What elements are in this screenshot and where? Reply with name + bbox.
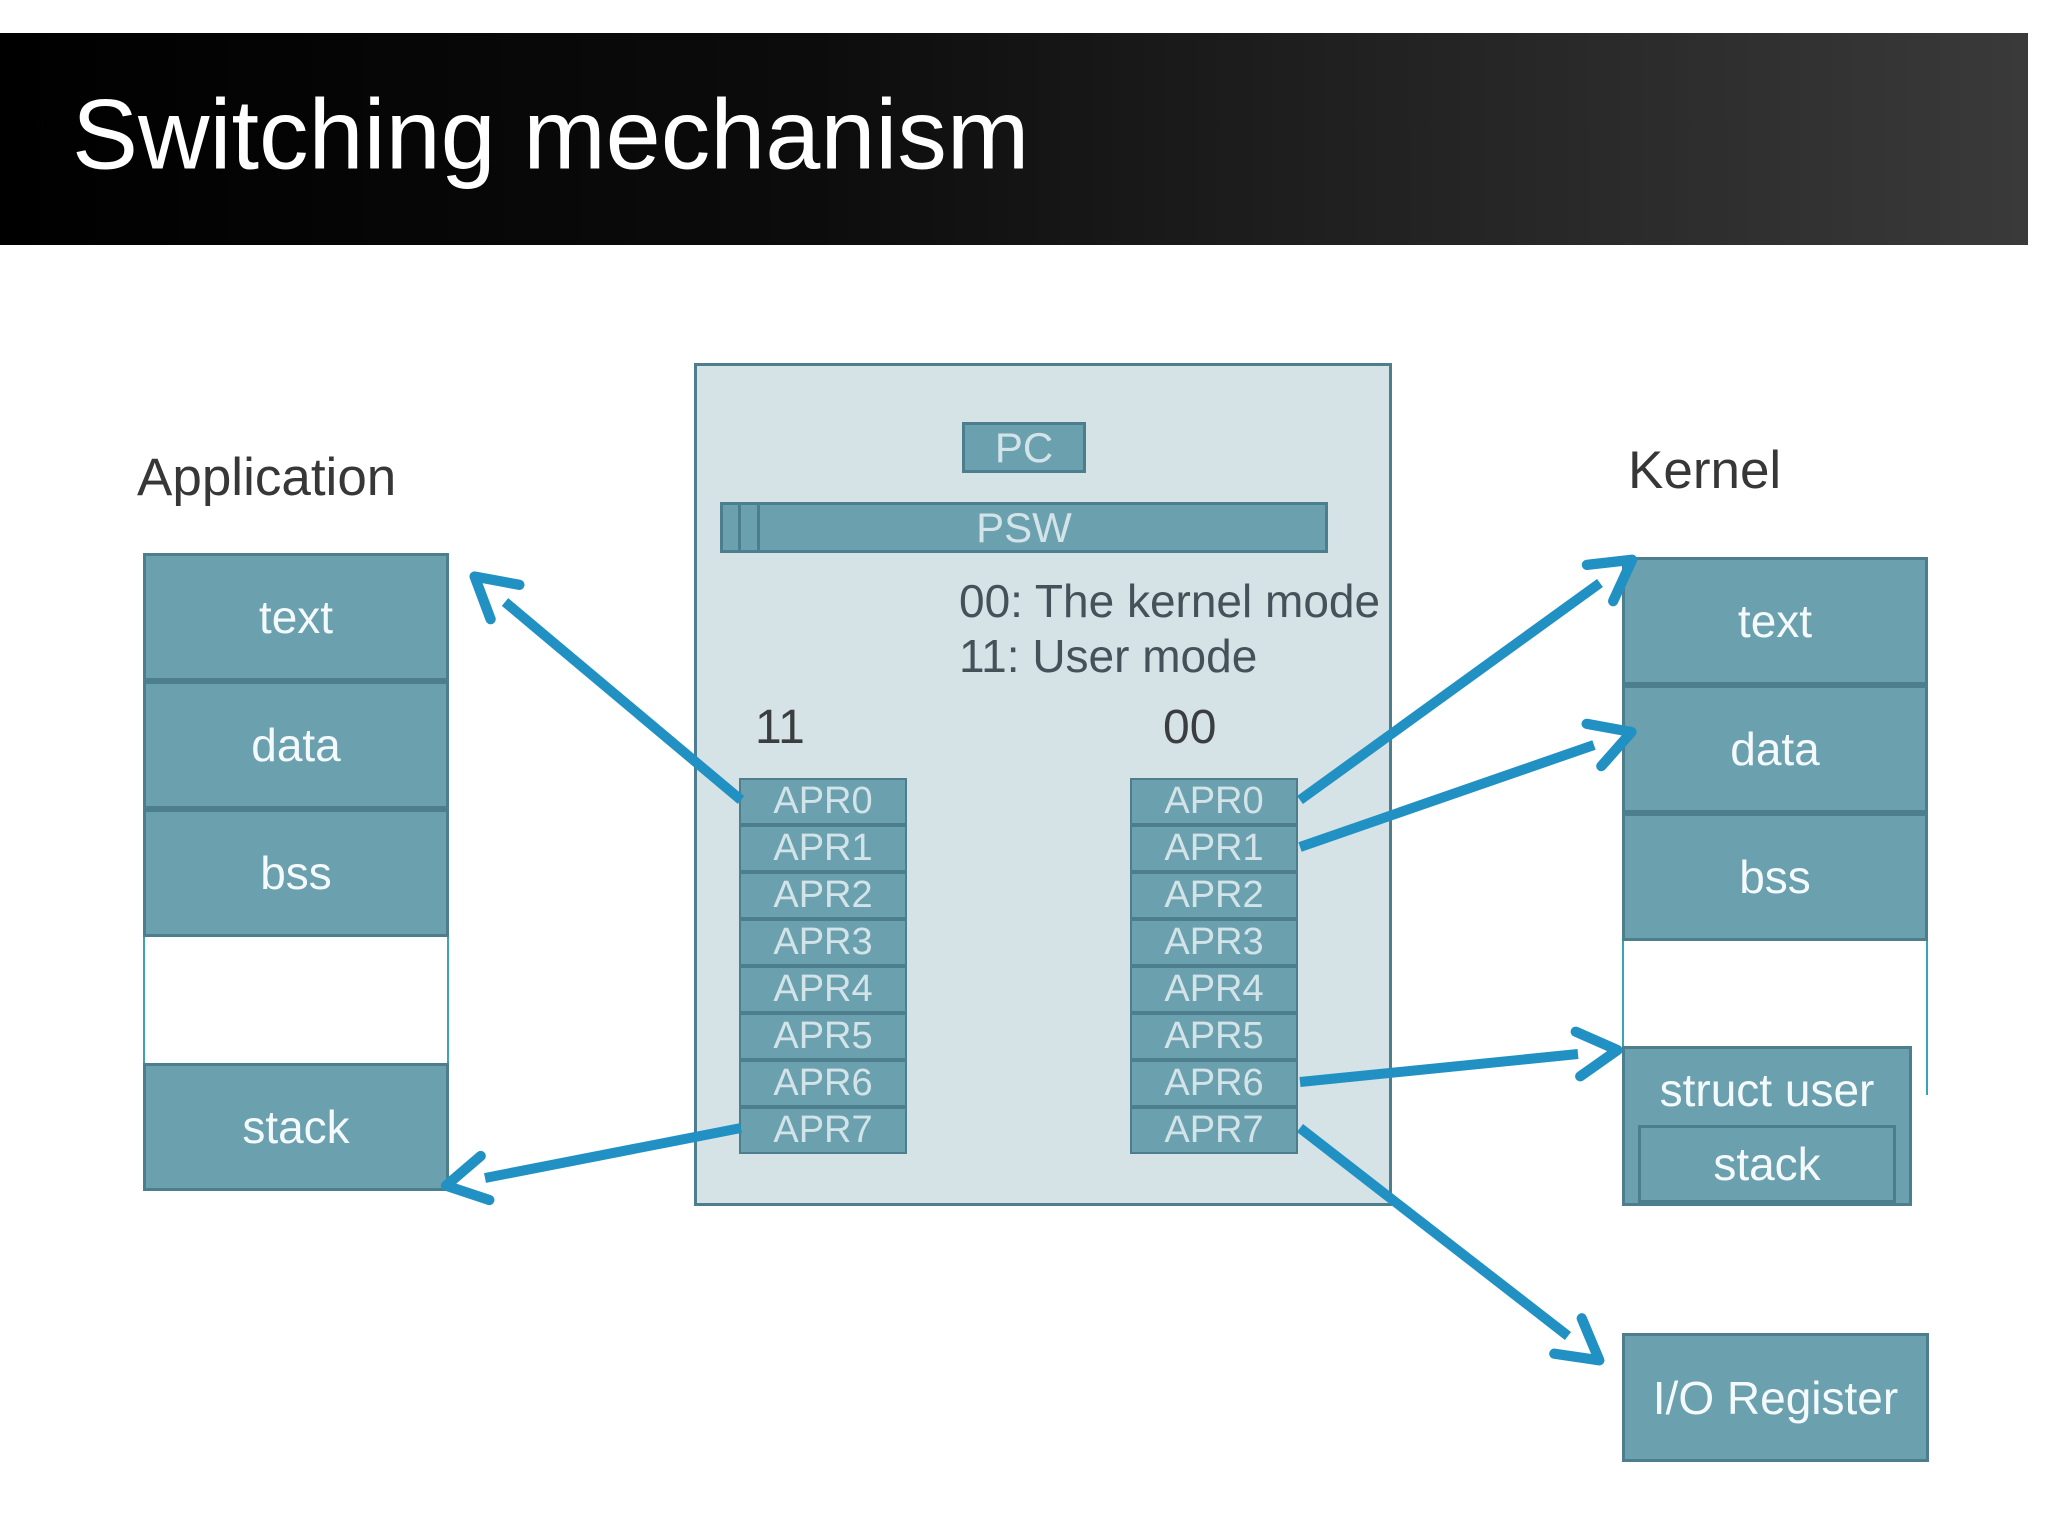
user-mode-bits-label: 11 (755, 701, 805, 754)
psw-mode-legend: 00: The kernel mode 11: User mode (959, 574, 1380, 684)
psw-mode-bit-divider (757, 504, 760, 551)
kernel-segment-text: text (1622, 557, 1928, 685)
app-segment-data: data (143, 681, 449, 809)
user-apr0-cell: APR0 (739, 778, 907, 825)
user-apr4-cell: APR4 (739, 966, 907, 1013)
user-apr3-cell: APR3 (739, 919, 907, 966)
pc-register: PC (962, 422, 1086, 473)
user-apr2-cell: APR2 (739, 872, 907, 919)
kernel-apr0-cell: APR0 (1130, 778, 1298, 825)
kernel-segment-bss: bss (1622, 813, 1928, 941)
kernel-apr5-cell: APR5 (1130, 1013, 1298, 1060)
kernel-segment-data: data (1622, 685, 1928, 813)
io-register-box: I/O Register (1622, 1333, 1929, 1462)
kernel-stack-box: stack (1638, 1125, 1896, 1203)
app-memory-gap (143, 937, 449, 1063)
kernel-mode-bits-label: 00 (1163, 701, 1217, 754)
mode-legend-line-kernel: 00: The kernel mode (959, 575, 1381, 627)
kernel-apr2-cell: APR2 (1130, 872, 1298, 919)
user-apr7-cell: APR7 (739, 1107, 907, 1154)
app-segment-bss: bss (143, 809, 449, 937)
header-bar: Switching mechanism (0, 33, 2028, 245)
kernel-apr1-cell: APR1 (1130, 825, 1298, 872)
mode-legend-line-user: 11: User mode (959, 630, 1258, 682)
kernel-heading: Kernel (1628, 441, 1782, 500)
application-heading: Application (137, 448, 397, 507)
psw-mode-bit-divider (738, 504, 741, 551)
user-apr6-cell: APR6 (739, 1060, 907, 1107)
kernel-memory-gap (1622, 941, 1928, 1046)
user-apr5-cell: APR5 (739, 1013, 907, 1060)
app-segment-text: text (143, 553, 449, 681)
kernel-apr7-cell: APR7 (1130, 1107, 1298, 1154)
kernel-gap-right-border (1926, 1046, 1928, 1095)
user-apr1-cell: APR1 (739, 825, 907, 872)
app-segment-stack: stack (143, 1063, 449, 1191)
kernel-apr6-cell: APR6 (1130, 1060, 1298, 1107)
kernel-apr3-cell: APR3 (1130, 919, 1298, 966)
kernel-apr-column: APR0 APR1 APR2 APR3 APR4 APR5 APR6 APR7 (1130, 778, 1298, 1154)
user-apr-column: APR0 APR1 APR2 APR3 APR4 APR5 APR6 APR7 (739, 778, 907, 1154)
kernel-apr4-cell: APR4 (1130, 966, 1298, 1013)
psw-register: PSW (720, 502, 1328, 553)
slide-title: Switching mechanism (72, 78, 1030, 190)
